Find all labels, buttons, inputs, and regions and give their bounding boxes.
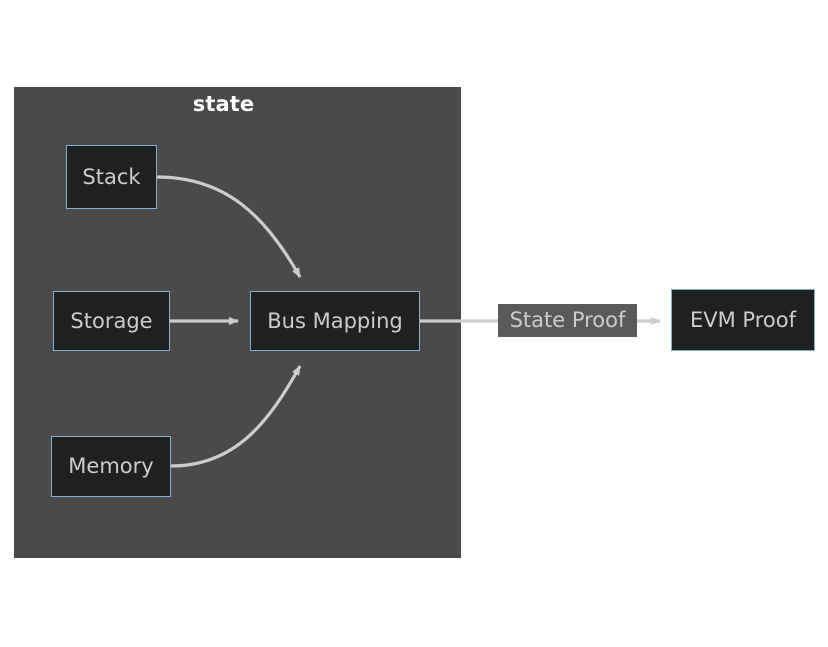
edge-label-state-proof: State Proof	[498, 304, 637, 337]
node-evm-proof[interactable]: EVM Proof	[671, 289, 815, 351]
node-storage[interactable]: Storage	[53, 291, 170, 351]
node-bus-mapping[interactable]: Bus Mapping	[250, 291, 420, 351]
node-stack[interactable]: Stack	[66, 145, 157, 209]
edge-stack-to-bus-mapping	[156, 175, 302, 278]
edge-memory-to-bus-mapping	[170, 365, 302, 468]
node-memory[interactable]: Memory	[51, 436, 171, 497]
